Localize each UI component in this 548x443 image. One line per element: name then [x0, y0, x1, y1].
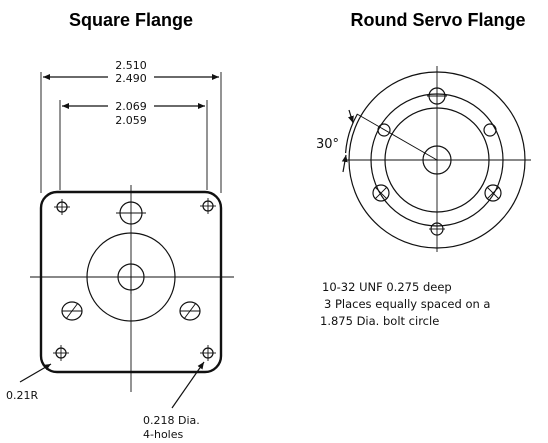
- pilot-outer-circle: [86, 232, 176, 322]
- outer-hole-upper-right: [483, 123, 497, 137]
- threaded-hole-left: [372, 184, 390, 202]
- outer-dimension-min: 2.490: [115, 72, 147, 85]
- angle-reference-line: [356, 113, 438, 161]
- corner-radius-label: 0.21R: [6, 389, 38, 402]
- inner-dimension-min: 2.059: [115, 114, 147, 127]
- corner-hole-bottom-right: [200, 345, 216, 361]
- round-flange-view: Round Servo Flange 30°: [316, 10, 531, 328]
- round-flange-title: Round Servo Flange: [350, 10, 525, 30]
- angle-arrow-top: [348, 109, 354, 124]
- outer-hole-bottom: [429, 222, 445, 236]
- hole-leader: [171, 361, 205, 409]
- radius-leader: [19, 363, 52, 383]
- angle-arc: [345, 113, 358, 154]
- outer-hole-upper-left: [377, 123, 391, 137]
- angle-label: 30°: [316, 137, 339, 152]
- hole-count-label: 4-holes: [143, 428, 183, 441]
- corner-hole-top-left: [54, 199, 70, 215]
- outer-dimension-max: 2.510: [115, 59, 147, 72]
- thread-note-line1: 10-32 UNF 0.275 deep: [322, 280, 452, 294]
- square-flange-view: Square Flange 2.510 2.490 2.069 2.059: [6, 10, 234, 441]
- side-hole-left: [61, 301, 83, 321]
- inner-dimension-max: 2.069: [115, 100, 147, 113]
- thread-note-line3: 1.875 Dia. bolt circle: [320, 314, 439, 328]
- threaded-hole-top: [427, 87, 447, 105]
- hole-diameter-label: 0.218 Dia.: [143, 414, 200, 427]
- threaded-hole-right: [484, 184, 502, 202]
- corner-hole-top-right: [200, 198, 216, 214]
- square-flange-title: Square Flange: [69, 10, 193, 30]
- inner-dimension-gap: [108, 99, 154, 113]
- corner-hole-bottom-left: [53, 345, 69, 361]
- outer-dimension-gap: [108, 70, 154, 84]
- angle-arrow-bottom: [341, 154, 348, 173]
- side-hole-right: [179, 301, 201, 321]
- thread-note-line2: 3 Places equally spaced on a: [324, 297, 490, 311]
